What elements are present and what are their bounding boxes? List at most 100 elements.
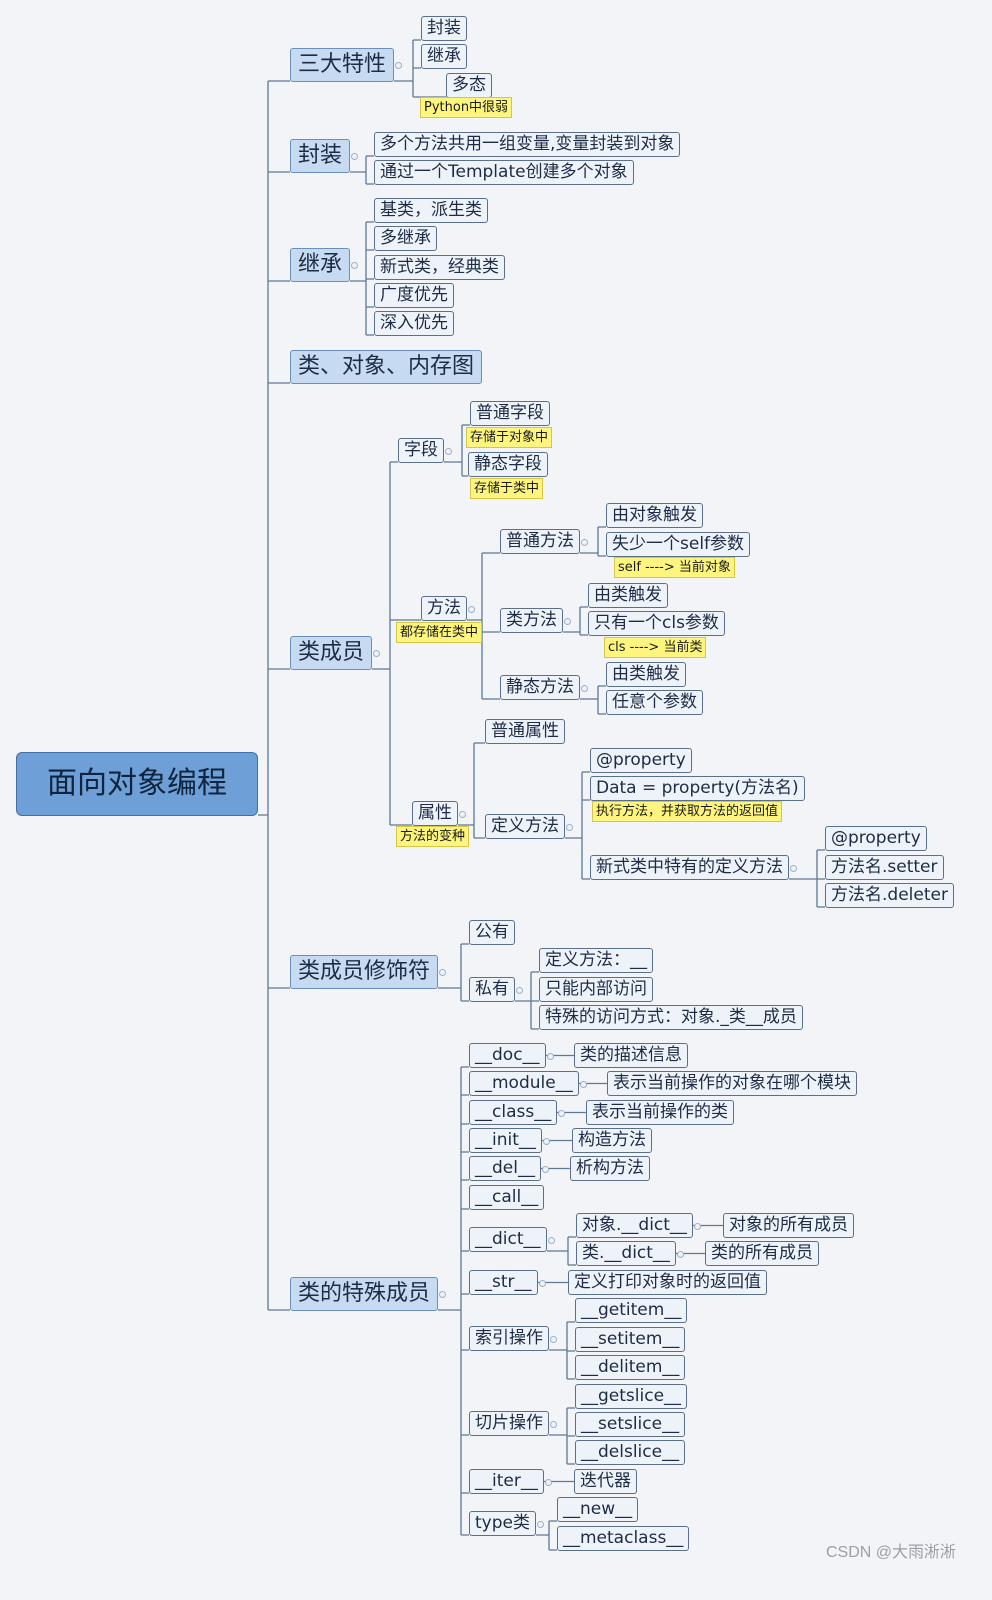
node-depth-first[interactable]: 深入优先 — [374, 311, 454, 336]
node-define-method[interactable]: 定义方法 — [485, 814, 565, 839]
node-data-property[interactable]: Data = property(方法名) — [590, 776, 805, 801]
node-method[interactable]: 方法 — [421, 596, 467, 621]
node-class-desc[interactable]: 表示当前操作的类 — [586, 1100, 734, 1125]
collapse-toggle-icon[interactable] — [566, 823, 573, 831]
node-module-desc[interactable]: 表示当前操作的对象在哪个模块 — [607, 1071, 857, 1096]
root-node[interactable]: 面向对象编程 — [16, 752, 258, 816]
collapse-toggle-icon[interactable] — [351, 153, 358, 160]
collapse-toggle-icon[interactable] — [537, 1520, 544, 1528]
node-class-members[interactable]: 类成员 — [290, 636, 373, 670]
collapse-toggle-icon[interactable] — [677, 1250, 684, 1258]
node-setitem[interactable]: __setitem__ — [575, 1327, 686, 1352]
collapse-toggle-icon[interactable] — [550, 1420, 557, 1428]
node-type-class[interactable]: type类 — [469, 1511, 536, 1536]
node-init-desc[interactable]: 构造方法 — [572, 1128, 652, 1153]
collapse-toggle-icon[interactable] — [550, 1335, 557, 1343]
node-normal-field[interactable]: 普通字段 — [470, 401, 550, 426]
node-three-features[interactable]: 三大特性 — [290, 48, 395, 82]
node-encapsulation-leaf[interactable]: 封装 — [421, 16, 467, 41]
node-getitem[interactable]: __getitem__ — [575, 1298, 688, 1323]
node-at-property[interactable]: @property — [590, 748, 692, 773]
node-metaclass[interactable]: __metaclass__ — [557, 1526, 690, 1551]
node-dict[interactable]: __dict__ — [469, 1227, 547, 1252]
node-obj-dict[interactable]: 对象.__dict__ — [576, 1213, 693, 1238]
collapse-toggle-icon[interactable] — [545, 1478, 552, 1486]
collapse-toggle-icon[interactable] — [395, 62, 402, 69]
node-del-desc[interactable]: 析构方法 — [570, 1156, 650, 1181]
node-module[interactable]: __module__ — [469, 1071, 579, 1096]
collapse-toggle-icon[interactable] — [439, 969, 446, 976]
node-triggered-by-class[interactable]: 由类触发 — [588, 583, 668, 608]
collapse-toggle-icon[interactable] — [581, 538, 588, 546]
node-cls-dict[interactable]: 类.__dict__ — [576, 1241, 676, 1266]
node-index-ops[interactable]: 索引操作 — [469, 1326, 549, 1351]
node-setter[interactable]: 方法名.setter — [825, 855, 944, 880]
node-cls-dict-desc[interactable]: 类的所有成员 — [705, 1241, 819, 1266]
node-multi-inherit[interactable]: 多继承 — [374, 226, 437, 251]
node-encap-template[interactable]: 通过一个Template创建多个对象 — [374, 160, 634, 185]
node-encapsulation[interactable]: 封装 — [290, 139, 351, 173]
node-member-modifiers[interactable]: 类成员修饰符 — [290, 955, 439, 989]
node-at-property-new[interactable]: @property — [825, 826, 927, 851]
collapse-toggle-icon[interactable] — [539, 1279, 546, 1287]
node-new-style-define[interactable]: 新式类中特有的定义方法 — [590, 855, 789, 880]
collapse-toggle-icon[interactable] — [543, 1137, 550, 1145]
node-str-desc[interactable]: 定义打印对象时的返回值 — [568, 1270, 767, 1295]
collapse-toggle-icon[interactable] — [542, 1165, 549, 1173]
collapse-toggle-icon[interactable] — [468, 605, 475, 613]
node-new[interactable]: __new__ — [557, 1497, 639, 1522]
node-delitem[interactable]: __delitem__ — [575, 1355, 686, 1380]
node-base-derived[interactable]: 基类，派生类 — [374, 198, 488, 223]
node-special-members[interactable]: 类的特殊成员 — [290, 1277, 439, 1311]
node-static-field[interactable]: 静态字段 — [468, 452, 548, 477]
collapse-toggle-icon[interactable] — [439, 1291, 446, 1298]
collapse-toggle-icon[interactable] — [547, 1052, 554, 1060]
collapse-toggle-icon[interactable] — [580, 1080, 587, 1088]
node-delslice[interactable]: __delslice__ — [575, 1440, 686, 1465]
node-class-method[interactable]: 类方法 — [500, 608, 563, 633]
node-cls-param[interactable]: 只有一个cls参数 — [588, 611, 725, 636]
collapse-toggle-icon[interactable] — [516, 986, 523, 994]
node-getslice[interactable]: __getslice__ — [575, 1384, 688, 1409]
node-special-access[interactable]: 特殊的访问方式：对象._类__成员 — [539, 1005, 803, 1030]
collapse-toggle-icon[interactable] — [558, 1109, 565, 1117]
node-encap-shared-vars[interactable]: 多个方法共用一组变量,变量封装到对象 — [374, 132, 681, 157]
node-iter[interactable]: __iter__ — [469, 1469, 544, 1494]
collapse-toggle-icon[interactable] — [548, 1236, 555, 1244]
node-triggered-by-object[interactable]: 由对象触发 — [606, 503, 703, 528]
node-static-triggered-by-class[interactable]: 由类触发 — [606, 662, 686, 687]
node-str[interactable]: __str__ — [469, 1270, 538, 1295]
collapse-toggle-icon[interactable] — [459, 810, 466, 818]
node-public[interactable]: 公有 — [469, 920, 515, 945]
node-field[interactable]: 字段 — [398, 438, 444, 463]
node-normal-property[interactable]: 普通属性 — [485, 719, 565, 744]
node-iter-desc[interactable]: 迭代器 — [574, 1469, 637, 1494]
node-polymorphism[interactable]: 多态 — [446, 73, 492, 98]
node-private[interactable]: 私有 — [469, 977, 515, 1002]
collapse-toggle-icon[interactable] — [373, 650, 380, 657]
node-class-attr[interactable]: __class__ — [469, 1100, 558, 1125]
node-normal-method[interactable]: 普通方法 — [500, 529, 580, 554]
node-static-method[interactable]: 静态方法 — [500, 675, 580, 700]
collapse-toggle-icon[interactable] — [581, 684, 588, 692]
node-call[interactable]: __call__ — [469, 1185, 545, 1210]
node-inheritance[interactable]: 继承 — [290, 248, 351, 282]
collapse-toggle-icon[interactable] — [694, 1222, 701, 1230]
node-slice-ops[interactable]: 切片操作 — [469, 1411, 549, 1436]
node-setslice[interactable]: __setslice__ — [575, 1412, 686, 1437]
node-property[interactable]: 属性 — [412, 801, 458, 826]
node-internal-only[interactable]: 只能内部访问 — [539, 977, 653, 1002]
node-doc-desc[interactable]: 类的描述信息 — [574, 1043, 688, 1068]
node-memory-diagram[interactable]: 类、对象、内存图 — [290, 350, 483, 384]
node-deleter[interactable]: 方法名.deleter — [825, 883, 954, 908]
node-define-private[interactable]: 定义方法：__ — [539, 948, 653, 973]
node-breadth-first[interactable]: 广度优先 — [374, 283, 454, 308]
node-self-param[interactable]: 失少一个self参数 — [606, 532, 751, 557]
collapse-toggle-icon[interactable] — [790, 864, 797, 872]
collapse-toggle-icon[interactable] — [564, 617, 571, 625]
node-init[interactable]: __init__ — [469, 1128, 542, 1153]
node-doc[interactable]: __doc__ — [469, 1043, 546, 1068]
node-new-classic[interactable]: 新式类，经典类 — [374, 255, 505, 280]
node-obj-dict-desc[interactable]: 对象的所有成员 — [723, 1213, 854, 1238]
node-any-params[interactable]: 任意个参数 — [606, 690, 703, 715]
